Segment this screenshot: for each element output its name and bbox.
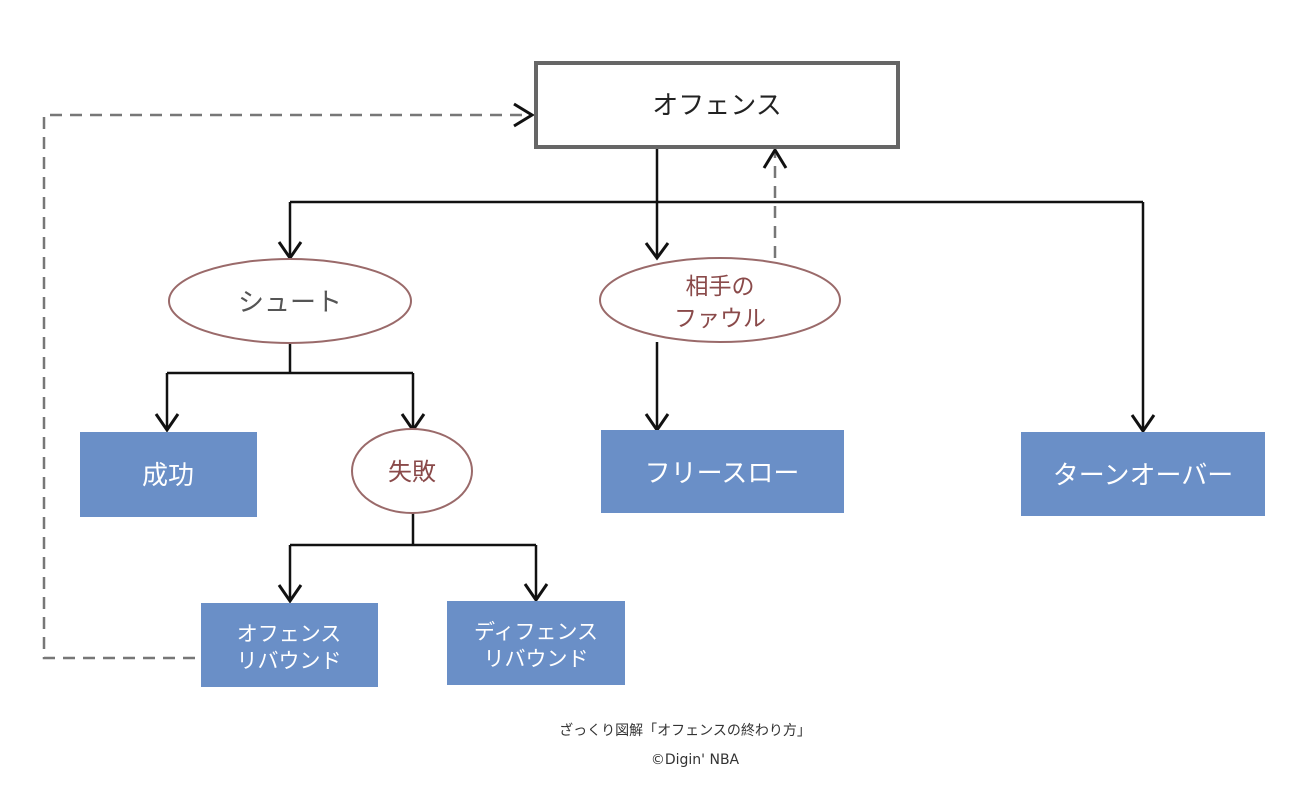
edge-fail-offreb-arrow xyxy=(277,584,303,604)
node-offense-rebound: オフェンス リバウンド xyxy=(201,603,378,687)
node-shoot-label: シュート xyxy=(238,288,342,318)
edge-foul-offense-arrow xyxy=(762,147,788,169)
node-offense-rebound-line2: リバウンド xyxy=(237,649,342,673)
node-fail-label: 失敗 xyxy=(388,458,436,486)
node-foul-label-line2: ファウル xyxy=(674,306,766,332)
node-offense-rebound-line1: オフェンス xyxy=(237,622,342,646)
node-turnover-label: ターンオーバー xyxy=(1053,461,1233,491)
node-defense-rebound-line1: ディフェンス xyxy=(474,620,598,644)
node-free-throw: フリースロー xyxy=(601,430,844,513)
caption-credit: ©Digin' NBA xyxy=(650,752,740,768)
node-offense: オフェンス xyxy=(534,61,900,149)
dashed-connectors xyxy=(42,113,777,660)
edge-shoot-success-arrow xyxy=(154,413,180,433)
connectors xyxy=(154,148,1156,604)
caption-title: ざっくり図解「オフェンスの終わり方」 xyxy=(559,723,811,739)
edge-offreb-offense xyxy=(42,113,530,660)
node-turnover: ターンオーバー xyxy=(1021,432,1265,516)
edge-offense-foul-arrow xyxy=(644,242,670,261)
node-success: 成功 xyxy=(80,432,257,517)
edge-offense-turnover-arrow xyxy=(1130,414,1156,434)
edge-offreb-offense-arrow xyxy=(513,102,535,128)
node-fail: 失敗 xyxy=(351,428,473,514)
edge-fail-defreb-arrow xyxy=(523,583,549,603)
node-shoot: シュート xyxy=(168,258,412,344)
node-defense-rebound-line2: リバウンド xyxy=(484,647,589,671)
node-success-label: 成功 xyxy=(142,461,194,491)
node-defense-rebound: ディフェンス リバウンド xyxy=(447,601,625,685)
node-foul: 相手の ファウル xyxy=(599,257,841,343)
node-foul-label-line1: 相手の xyxy=(686,274,755,300)
node-free-throw-label: フリースロー xyxy=(645,459,800,489)
node-offense-label: オフェンス xyxy=(652,91,781,121)
